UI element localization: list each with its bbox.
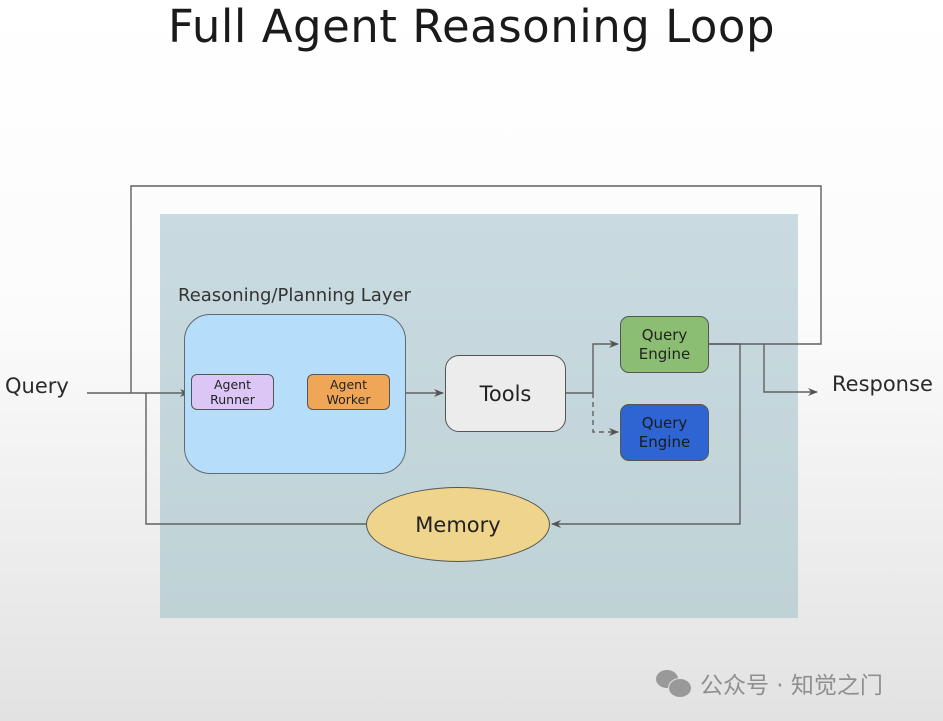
response-output-label: Response [832, 372, 933, 396]
reasoning-layer-label: Reasoning/Planning Layer [178, 285, 411, 306]
watermark-text: 公众号 · 知觉之门 [700, 673, 883, 699]
watermark: 公众号 · 知觉之门 [656, 666, 883, 700]
outer-loop-connector [130, 185, 822, 393]
memory-node: Memory [366, 487, 550, 562]
agent-worker-label: Agent Worker [326, 377, 371, 407]
query-engine-node-1: Query Engine [620, 316, 709, 373]
engine-to-memory-connector [551, 343, 741, 528]
tools-label: Tools [479, 381, 532, 406]
query-input-label: Query [5, 374, 69, 398]
tools-split-connector [566, 340, 619, 394]
agent-worker-node: Agent Worker [307, 374, 390, 410]
memory-to-query-connector [145, 393, 367, 525]
agent-runner-node: Agent Runner [191, 374, 274, 410]
query-engine-2-label: Query Engine [638, 413, 691, 451]
memory-label: Memory [415, 512, 501, 537]
agent-runner-label: Agent Runner [210, 377, 255, 407]
query-engine-1-label: Query Engine [638, 325, 691, 363]
engine-to-response-connector [763, 344, 818, 396]
tools-node: Tools [445, 355, 566, 432]
diagram-title: Full Agent Reasoning Loop [167, 0, 776, 53]
wechat-icon [656, 668, 692, 698]
tools-to-blue-engine-connector [592, 393, 619, 436]
query-engine-node-2: Query Engine [620, 404, 709, 461]
